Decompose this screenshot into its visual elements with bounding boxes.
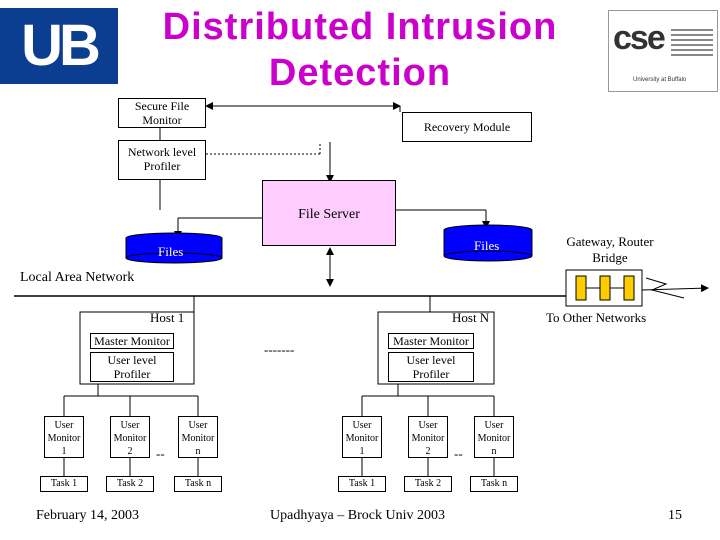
host1-task-n: Task n [174,476,222,492]
host1-task-2-label: Task 2 [116,478,144,489]
host1-task-n-label: Task n [184,478,212,489]
title-line-1: Distributed Intrusion [162,6,558,48]
host1-monitor-ellipsis: -- [156,446,165,461]
network-profiler-label: Network level Profiler [127,145,197,173]
slide-title: Distributed Intrusion Detection [120,4,600,96]
ub-logo-text: UB [21,13,101,78]
cse-logo-letters: cse [613,19,666,57]
host1-monitor-n-label: User Monitor n [181,420,215,457]
host1-user-monitor-2: User Monitor 2 [110,416,150,458]
cse-logo-lines [671,29,713,59]
hostn-master-label: Master Monitor [393,334,469,348]
hostn-monitor-1-label: User Monitor 1 [345,420,379,457]
hostn-task-1-label: Task 1 [348,478,376,489]
host1-master-label: Master Monitor [94,334,170,348]
host1-task-2: Task 2 [106,476,154,492]
host1-monitor-1-label: User Monitor 1 [47,420,81,457]
lan-label: Local Area Network [20,270,135,285]
hostn-monitor-ellipsis: -- [454,446,463,461]
other-networks-label: To Other Networks [546,310,647,325]
host1-user-monitor-n: User Monitor n [178,416,218,458]
recovery-module-label: Recovery Module [423,120,511,134]
footer-page-number: 15 [668,508,682,523]
hostn-monitor-n-label: User Monitor n [477,420,511,457]
ub-logo: UB [0,8,118,84]
recovery-module-box: Recovery Module [402,112,532,142]
gateway-label: Gateway, Router Bridge [566,234,654,265]
file-server-label: File Server [298,207,360,222]
footer-date: February 14, 2003 [36,508,140,523]
hostn-task-1: Task 1 [338,476,386,492]
hostn-user-profiler: User level Profiler [388,352,474,382]
host1-user-profiler: User level Profiler [90,352,174,382]
files-right-label: Files [474,238,500,253]
hostn-user-monitor-2: User Monitor 2 [408,416,448,458]
hostn-task-n: Task n [470,476,518,492]
files-left-label: Files [158,244,184,259]
title-line-2: Detection [268,52,452,94]
hostn-user-monitor-n: User Monitor n [474,416,514,458]
host1-user-monitor-1: User Monitor 1 [44,416,84,458]
host1-task-1-label: Task 1 [50,478,78,489]
hostn-master-monitor: Master Monitor [388,333,474,349]
cse-logo: cse University at Buffalo [608,10,718,92]
cse-logo-caption: University at Buffalo [633,77,687,83]
host1-master-monitor: Master Monitor [90,333,174,349]
host1-profiler-label: User level Profiler [107,353,157,381]
hostn-task-n-label: Task n [480,478,508,489]
file-server-box: File Server [262,180,396,246]
network-profiler-box: Network level Profiler [118,140,206,180]
host1-task-1: Task 1 [40,476,88,492]
hostn-profiler-label: User level Profiler [406,353,456,381]
host1-label: Host 1 [150,310,185,325]
secure-file-monitor-box: Secure File Monitor [118,98,206,128]
hostn-task-2-label: Task 2 [414,478,442,489]
secure-file-monitor-label: Secure File Monitor [134,99,190,127]
hosts-ellipsis: ------- [264,342,295,357]
host1-monitor-2-label: User Monitor 2 [113,420,147,457]
hostn-task-2: Task 2 [404,476,452,492]
hostn-label: Host N [452,310,490,325]
hostn-user-monitor-1: User Monitor 1 [342,416,382,458]
footer-author: Upadhyaya – Brock Univ 2003 [270,508,445,523]
hostn-monitor-2-label: User Monitor 2 [411,420,445,457]
